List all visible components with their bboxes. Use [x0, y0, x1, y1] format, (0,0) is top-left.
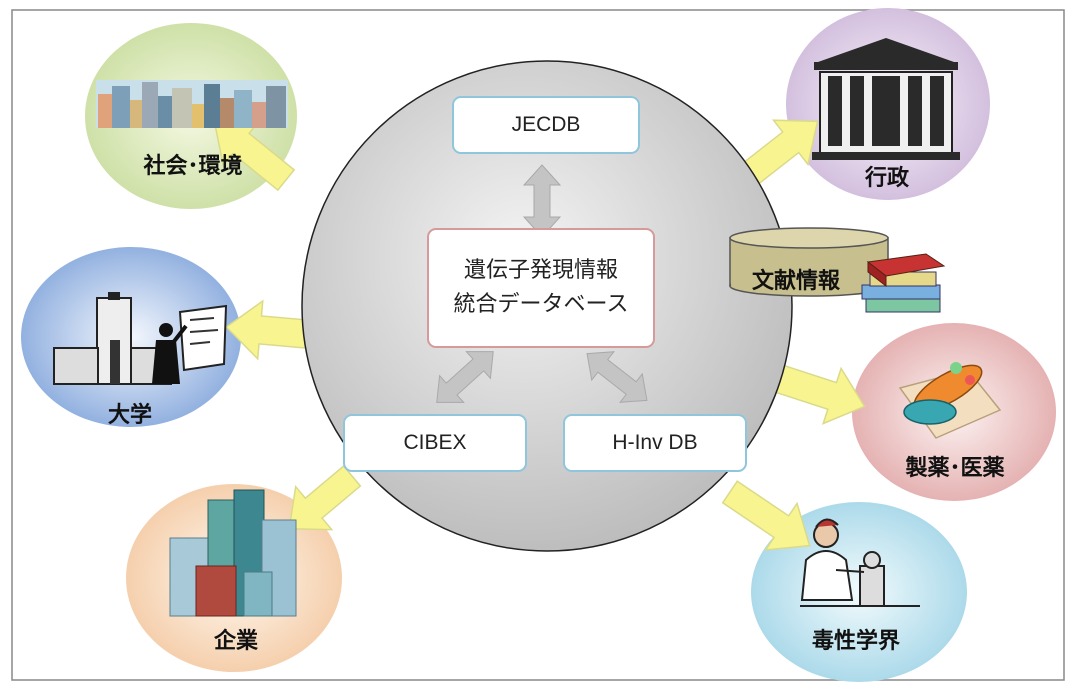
arrow-pharma [771, 363, 866, 425]
h-inv-db-box[interactable]: H-Inv DB [563, 414, 747, 472]
h-inv-db-label: H-Inv DB [612, 431, 698, 454]
office-buildings-illustration [169, 489, 297, 617]
jecdb-label: JECDB [511, 113, 581, 136]
jecdb-box[interactable]: JECDB [452, 96, 640, 154]
scientist-illustration [800, 518, 920, 607]
center-title-line2: 統合データベース [453, 292, 629, 317]
books-illustration [861, 253, 946, 313]
pharma-label: 製薬･医薬 [905, 456, 1005, 481]
government-label: 行政 [864, 166, 910, 191]
city-skyline-illustration [96, 80, 288, 128]
db-arrows [436, 164, 648, 403]
double-arrow-left [436, 351, 494, 403]
enterprise-label: 企業 [213, 629, 259, 654]
society-label: 社会･環境 [143, 154, 243, 179]
cibex-label: CIBEX [403, 431, 467, 454]
integrated-database-box[interactable]: 遺伝子発現情報 統合データベース [427, 228, 655, 348]
double-arrow-right [586, 351, 648, 403]
arrow-enterprise [288, 464, 362, 531]
center-title-line1: 遺伝子発現情報 [463, 258, 618, 283]
toxicology-label: 毒性学界 [811, 629, 901, 654]
arrow-toxicology [721, 480, 811, 551]
government-building-illustration [812, 38, 960, 160]
literature-label: 文献情報 [752, 269, 841, 294]
university-label: 大学 [107, 403, 153, 428]
outward-arrows [213, 119, 866, 551]
pills-illustration [898, 362, 1002, 439]
literature-cylinder [729, 227, 889, 297]
outer-frame [11, 9, 1065, 681]
arrow-government [735, 119, 819, 190]
university-illustration [53, 292, 228, 385]
cibex-box[interactable]: CIBEX [343, 414, 527, 472]
